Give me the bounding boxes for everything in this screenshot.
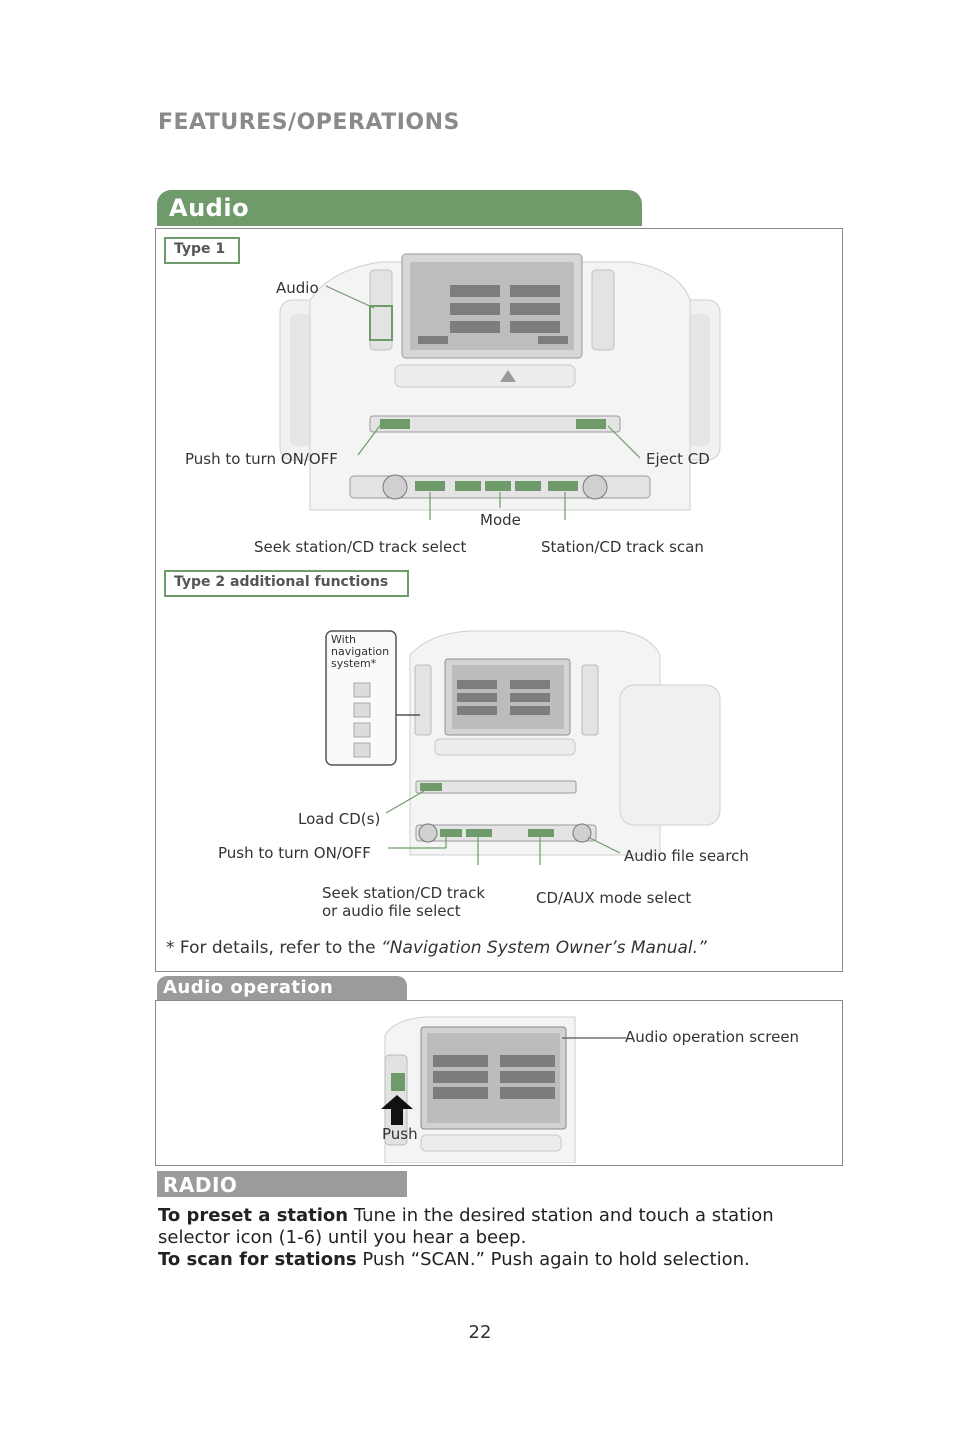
operation-screen-banner: Audio operation screen bbox=[157, 976, 407, 1019]
scan-heading: To scan for stations bbox=[158, 1249, 357, 1270]
operation-screen-leader bbox=[562, 1037, 626, 1039]
radio-banner: RADIO bbox=[157, 1171, 407, 1197]
type2-cdaux-label: CD/AUX mode select bbox=[536, 889, 692, 907]
footnote-prefix: * For details, refer to the bbox=[166, 938, 381, 958]
push-label: Push bbox=[382, 1125, 418, 1143]
type2-load-label: Load CD(s) bbox=[298, 810, 381, 828]
inset-note: With navigation system* bbox=[331, 633, 390, 671]
type1-mode-label: Mode bbox=[480, 511, 521, 529]
type1-tag: Type 1 bbox=[164, 237, 240, 264]
preset-heading: To preset a station bbox=[158, 1205, 349, 1226]
type1-power-label: Push to turn ON/OFF bbox=[185, 450, 338, 468]
type2-power-label: Push to turn ON/OFF bbox=[218, 844, 371, 862]
type2-dashboard-illustration bbox=[325, 630, 721, 865]
footnote: * For details, refer to the “Navigation … bbox=[166, 938, 707, 958]
scan-text: Push “SCAN.” Push again to hold selectio… bbox=[356, 1249, 750, 1270]
page-header: FEATURES/OPERATIONS bbox=[158, 110, 460, 135]
type1-dashboard-illustration bbox=[279, 253, 721, 520]
footnote-manual-title: “Navigation System Owner’s Manual.” bbox=[381, 938, 707, 958]
type1-seek-label: Seek station/CD track select bbox=[254, 538, 467, 556]
operation-screen-illustration bbox=[381, 1016, 576, 1163]
radio-banner-label: RADIO bbox=[163, 1173, 238, 1197]
preset-text: Tune in the desired station and touch a … bbox=[158, 1205, 774, 1248]
type1-scan-label: Station/CD track scan bbox=[541, 538, 704, 556]
operation-screen-label: Audio operation screen bbox=[625, 1028, 800, 1046]
type1-audio-label: Audio bbox=[276, 279, 319, 297]
type2-seek-label-line1: Seek station/CD track bbox=[322, 884, 486, 902]
type1-eject-label: Eject CD bbox=[646, 450, 710, 468]
type2-tag: Type 2 additional functions bbox=[164, 570, 409, 597]
audio-banner: Audio bbox=[157, 190, 642, 226]
audio-banner-label: Audio bbox=[169, 194, 250, 222]
page-number: 22 bbox=[468, 1322, 492, 1343]
type2-file-search-label: Audio file search bbox=[624, 847, 749, 865]
radio-instructions: To preset a station Tune in the desired … bbox=[158, 1205, 798, 1271]
type2-seek-label-line2: or audio file select bbox=[322, 902, 461, 920]
